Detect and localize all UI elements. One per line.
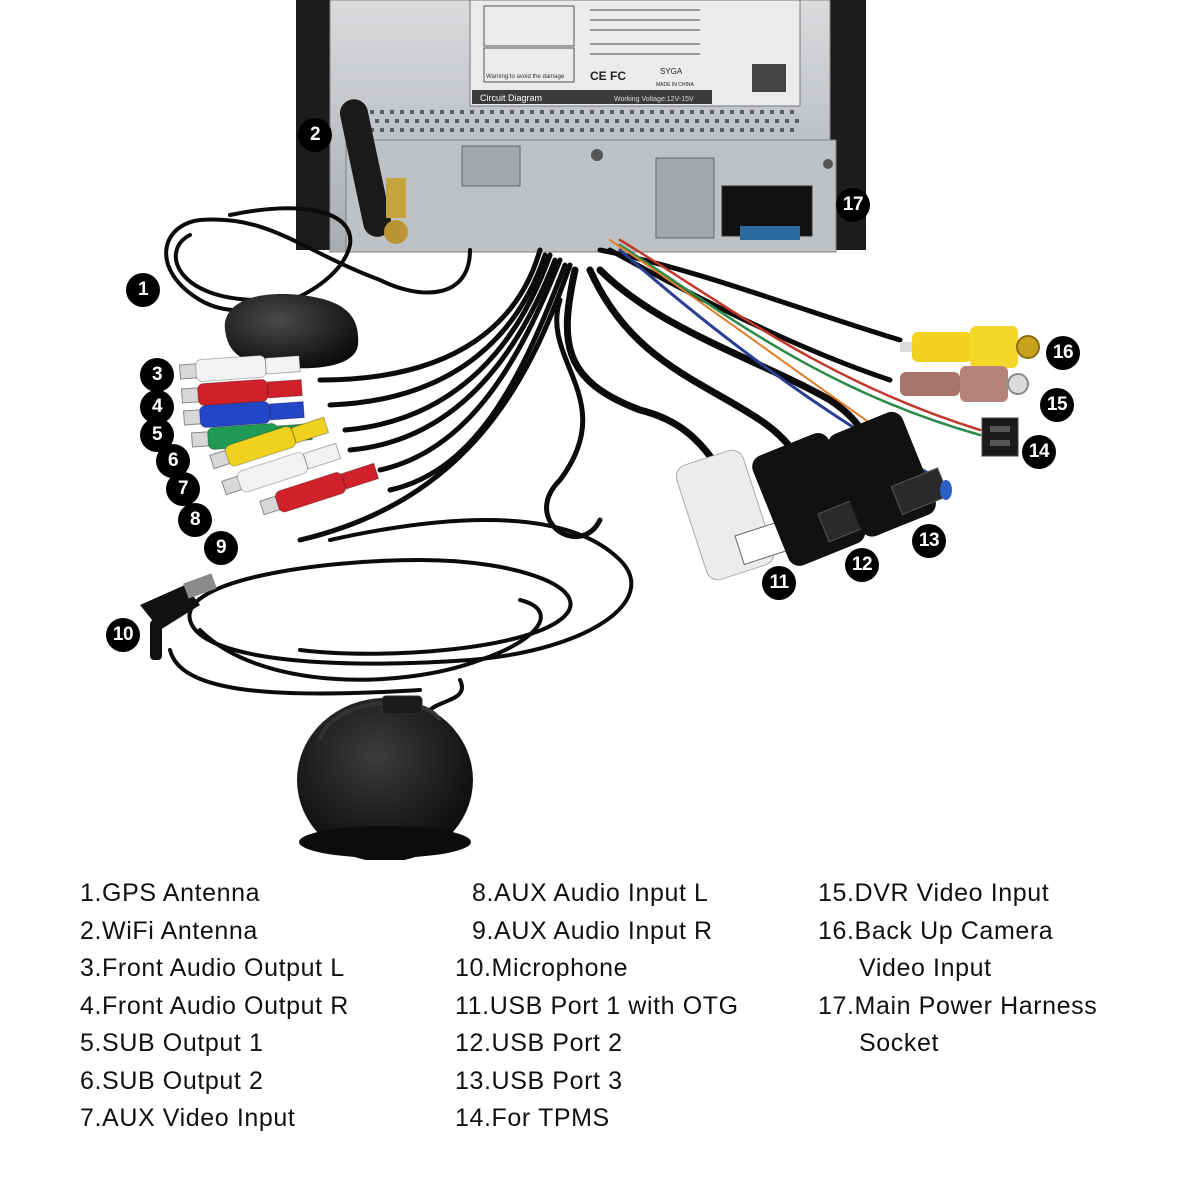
gps-antenna-module	[224, 294, 359, 369]
legend-item: 4.Front Audio Output R	[80, 988, 349, 1026]
legend-item: 10.Microphone	[455, 950, 739, 988]
sticker-brand: SYGA	[660, 67, 683, 76]
callout-badge-12: 12	[845, 548, 879, 582]
legend-item: 5.SUB Output 1	[80, 1025, 349, 1063]
callout-badge-11: 11	[762, 566, 796, 600]
legend-item-text: 6.SUB Output 2	[80, 1066, 264, 1095]
legend-item-text: 16.Back Up Camera	[818, 916, 1054, 945]
wifi-antenna	[339, 99, 408, 244]
wiring-illustration: Warning:to avoid the damage CE FC SYGA M…	[140, 0, 1040, 860]
rca-front-audio-r	[180, 378, 303, 406]
tpms-connector	[940, 417, 1019, 500]
callout-badge-2: 2	[298, 118, 332, 152]
legend-item: 11.USB Port 1 with OTG	[455, 988, 739, 1026]
callout-badge-9: 9	[204, 531, 238, 565]
legend-item-text: 4.Front Audio Output R	[80, 991, 349, 1020]
callout-badge-17: 17	[836, 188, 870, 222]
rca-aux-audio-l	[221, 442, 342, 496]
callout-badge-7: 7	[166, 472, 200, 506]
legend-item-text: 9.AUX Audio Input R	[472, 916, 713, 945]
legend-item: 12.USB Port 2	[455, 1025, 739, 1063]
legend-item-text: 10.Microphone	[455, 954, 629, 982]
legend-item: 7.AUX Video Input	[80, 1100, 349, 1138]
callout-badge-10: 10	[106, 618, 140, 652]
legend-item: 9.AUX Audio Input R	[455, 913, 739, 951]
sticker-voltage: Working Voltage:12V-15V	[614, 96, 694, 103]
callout-badge-13: 13	[912, 524, 946, 558]
legend-item: 14.For TPMS	[455, 1100, 739, 1138]
legend-item-text: 7.AUX Video Input	[80, 1104, 296, 1132]
usb-port-3	[827, 411, 950, 537]
legend-item-text: 13.USB Port 3	[455, 1066, 623, 1095]
legend-item-text: 11.USB Port 1 with OTG	[455, 991, 739, 1020]
callout-badge-8: 8	[178, 503, 212, 537]
rca-connectors	[178, 354, 380, 516]
callout-badge-1: 1	[126, 273, 160, 307]
rca-sub-output-1	[182, 400, 305, 428]
rca-front-audio-l	[178, 354, 301, 382]
legend-item: 3.Front Audio Output L	[80, 950, 349, 988]
legend-item-text: 2.WiFi Antenna	[80, 916, 258, 945]
sticker-warning: Warning:to avoid the damage	[486, 74, 565, 80]
sticker-title: Circuit Diagram	[480, 93, 542, 103]
legend-item-continuation: Video Input	[859, 954, 992, 982]
legend-item: 13.USB Port 3	[455, 1063, 739, 1101]
legend-item-text: 12.USB Port 2	[455, 1029, 623, 1057]
legend-item-continuation: Socket	[859, 1029, 940, 1057]
circuit-diagram-sticker: Warning:to avoid the damage CE FC SYGA M…	[469, 0, 801, 107]
head-unit: Warning:to avoid the damage CE FC SYGA M…	[296, 0, 866, 253]
legend-item: 8.AUX Audio Input L	[455, 875, 739, 913]
sticker-certs: CE FC	[590, 69, 626, 83]
legend-item: 15.DVR Video Input	[818, 875, 1097, 913]
dvr-video-rca	[900, 366, 1029, 402]
backup-camera-rca	[900, 326, 1040, 368]
microphone	[297, 695, 473, 860]
legend-item-text: 3.Front Audio Output L	[80, 954, 345, 982]
rca-aux-video	[209, 416, 330, 470]
legend-item-text: 1.GPS Antenna	[80, 879, 261, 907]
legend-item-text: 8.AUX Audio Input L	[472, 879, 709, 907]
vent-holes	[360, 110, 799, 132]
legend-column-2: 8.AUX Audio Input L 9.AUX Audio Input R 10…	[455, 875, 739, 1138]
usb-port-1-otg	[675, 449, 793, 581]
legend-item: 1.GPS Antenna	[80, 875, 349, 913]
legend-item-text: 17.Main Power Harness	[818, 991, 1098, 1020]
callout-badge-15: 15	[1040, 388, 1074, 422]
legend-column-1: 1.GPS Antenna 2.WiFi Antenna 3.Front Audio…	[80, 875, 349, 1138]
legend-item-text: 14.For TPMS	[455, 1104, 610, 1132]
legend-item: 2.WiFi Antenna	[80, 913, 349, 951]
sticker-origin: MADE IN CHINA	[656, 82, 694, 88]
legend-item: 6.SUB Output 2	[80, 1063, 349, 1101]
callout-badge-3: 3	[140, 358, 174, 392]
cables	[164, 206, 982, 712]
callout-badge-16: 16	[1046, 336, 1080, 370]
rca-aux-audio-r	[259, 462, 380, 516]
legend-item-text: 5.SUB Output 1	[80, 1029, 264, 1057]
microphone-plug	[140, 573, 217, 660]
callout-badge-14: 14	[1022, 435, 1056, 469]
legend-item-text: 15.DVR Video Input	[818, 879, 1050, 907]
